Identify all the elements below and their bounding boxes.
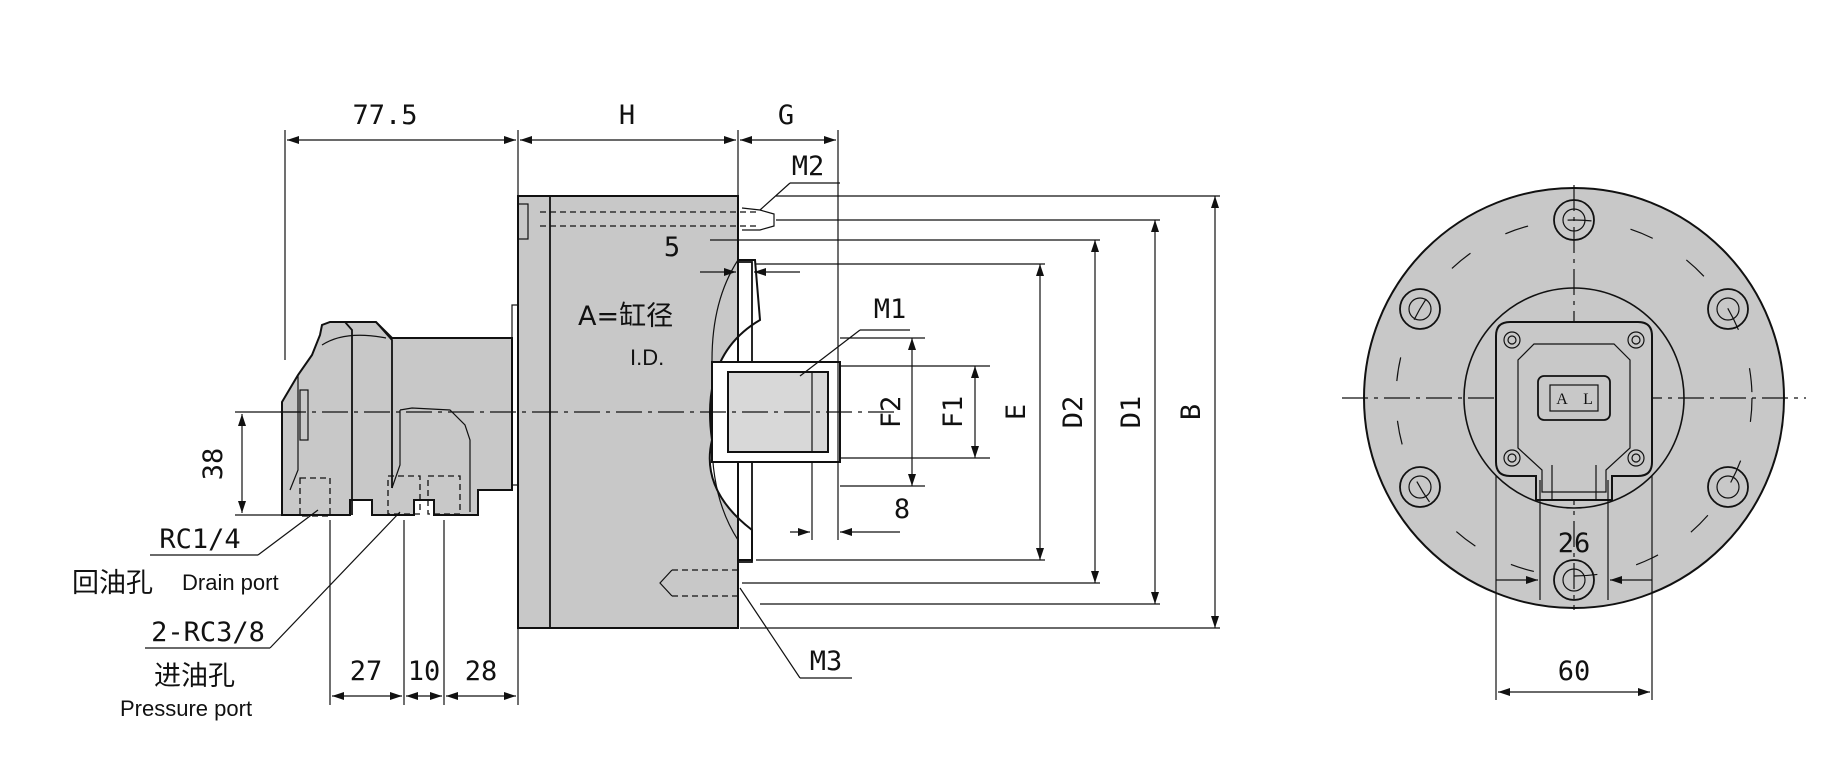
drain-port-cn: 回油孔 — [72, 568, 153, 599]
pressure-port-en: Pressure port — [120, 696, 252, 721]
dim-28: 28 — [465, 656, 498, 687]
dim-27: 27 — [350, 656, 383, 687]
rear-housing — [281, 304, 523, 517]
dim-8: 8 — [894, 494, 910, 525]
dim-77-5: 77.5 — [352, 100, 417, 131]
drain-leader — [257, 509, 319, 556]
top-dimension-chain — [284, 130, 839, 540]
bottom-dimension-chain — [329, 520, 519, 705]
dim-26: 26 — [1558, 528, 1591, 559]
m3-leader — [739, 587, 801, 679]
label-m3: M3 — [810, 646, 843, 677]
drain-port-en: Drain port — [182, 570, 279, 595]
bolt-holes — [1399, 199, 1749, 601]
pressure-port-cn: 进油孔 — [154, 661, 235, 692]
dim-f1: F1 — [938, 396, 969, 429]
pressure-leader — [269, 511, 401, 649]
dim-38: 38 — [198, 448, 229, 481]
bore-label-cn: A=缸径 — [578, 301, 673, 332]
dim-10: 10 — [408, 656, 441, 687]
end-view: A L 26 60 — [1342, 185, 1806, 700]
dim-h: H — [619, 100, 635, 131]
drain-port-code: RC1/4 — [159, 524, 240, 555]
label-m2: M2 — [792, 151, 825, 182]
side-view: 77.5 H G M2 5 A=缸径 I.D. M1 — [72, 100, 1220, 721]
pressure-port-code: 2-RC3/8 — [151, 617, 265, 648]
dim-b: B — [1176, 404, 1207, 420]
bore-label-en: I.D. — [630, 345, 664, 370]
plate-label-l: L — [1583, 391, 1593, 408]
dim-5: 5 — [664, 232, 680, 263]
dim-d1: D1 — [1116, 396, 1147, 429]
dim-f2: F2 — [876, 396, 907, 429]
plate-label-a: A — [1556, 391, 1568, 408]
dim-g: G — [778, 100, 794, 131]
dim-e: E — [1001, 404, 1032, 420]
dim-60: 60 — [1558, 656, 1591, 687]
dim-d2: D2 — [1058, 396, 1089, 429]
m2-leader — [759, 182, 791, 211]
port-plate: A L — [1495, 321, 1653, 501]
label-m1: M1 — [874, 294, 907, 325]
